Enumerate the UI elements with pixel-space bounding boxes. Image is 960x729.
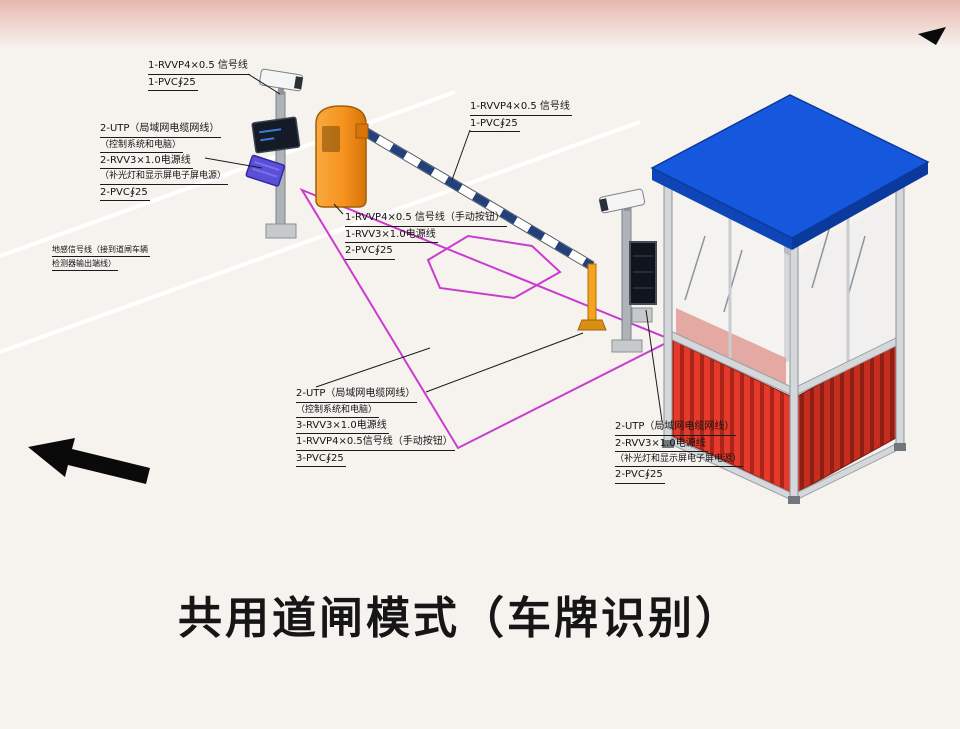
- led-display-entry-icon: [251, 116, 301, 154]
- entry-camera-pole: [245, 68, 304, 239]
- leader-lines: [204, 73, 663, 422]
- lpr-camera-entry-icon: [259, 68, 304, 92]
- cable-label-exit-camera: 1-RVVP4×0.5 信号线 1-PVC∮25: [470, 101, 572, 134]
- glass-reflections: [684, 225, 866, 313]
- barrier-cabinet: [315, 105, 367, 208]
- exit-camera-pole: [598, 188, 657, 353]
- lpr-camera-exit-icon: [598, 188, 646, 214]
- road-lines: [0, 90, 641, 354]
- roof-edge-right: [792, 162, 928, 250]
- barrier-arm-stripes: [361, 127, 595, 270]
- booth-rails: [663, 327, 905, 504]
- roof-edge-left: [652, 168, 792, 250]
- cable-label-barrier-control: 1-RVVP4×0.5 信号线（手动按钮） 1-RVV3×1.0电源线 2-PV…: [345, 212, 507, 262]
- cabinet-panel: [322, 126, 340, 152]
- arm-pivot: [355, 123, 369, 139]
- cable-label-ground-loop: 地感信号线（接到道闸车辆 检测器输出端线）: [52, 245, 150, 273]
- guard-booth: [650, 94, 930, 504]
- camera-mount: [278, 87, 284, 95]
- booth-feet: [662, 440, 906, 504]
- fill-light-icon: [245, 154, 286, 187]
- cable-label-exit-equipment: 2-UTP（局域网电缆网线） （控制系统和电脑） 3-RVV3×1.0电源线 1…: [296, 388, 455, 469]
- cable-label-booth-display: 2-UTP（局域网电缆网线） 2-RVV3×1.0电源线 （补光灯和显示屏电子屏…: [615, 421, 744, 486]
- led-display-exit-icon: [629, 241, 657, 305]
- cable-label-entry-display: 2-UTP（局域网电缆网线） （控制系统和电脑） 2-RVV3×1.0电源线 （…: [100, 123, 229, 203]
- barrier-gate: [315, 105, 595, 271]
- cable-label-entry-camera: 1-RVVP4×0.5 信号线 1-PVC∮25: [148, 60, 250, 93]
- induction-loop: [426, 234, 562, 300]
- control-box: [631, 307, 653, 323]
- detection-zone: [299, 187, 675, 450]
- diagram-title: 共用道闸模式（车牌识别）: [178, 593, 742, 644]
- barrier-arm-rest-post: [577, 263, 607, 331]
- direction-arrow-small: [918, 27, 946, 45]
- direction-arrow: [28, 438, 150, 484]
- booth-roof: [650, 94, 930, 239]
- photo-tint: [0, 0, 960, 48]
